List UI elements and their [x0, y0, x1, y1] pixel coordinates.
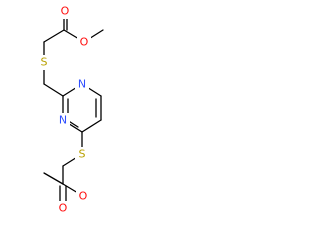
bond [43, 29, 65, 43]
atom-n-1: N [75, 77, 89, 92]
atom-s-bottom: S [75, 147, 89, 162]
atom-s-top: S [37, 55, 51, 70]
atom-o-carbonyl-top: O [58, 4, 72, 19]
nitrogen-atom-label: N [78, 78, 86, 91]
atom-n-3: N [56, 113, 70, 128]
atom-o-ester-bottom: O [76, 189, 90, 204]
bond [43, 172, 64, 185]
sulfur-atom-label: S [79, 148, 86, 161]
oxygen-atom-label: O [80, 36, 89, 49]
bond [81, 119, 102, 133]
oxygen-atom-label: O [61, 5, 70, 18]
nitrogen-atom-label: N [59, 114, 67, 127]
sulfur-atom-label: S [41, 56, 48, 69]
oxygen-atom-label: O [59, 202, 68, 215]
molecule-structure: O O S N N S O O [37, 4, 104, 216]
oxygen-atom-label: O [79, 190, 88, 203]
bond [43, 83, 64, 97]
atom-o-ester-top: O [77, 35, 91, 50]
atom-o-carbonyl-bottom: O [56, 201, 70, 216]
